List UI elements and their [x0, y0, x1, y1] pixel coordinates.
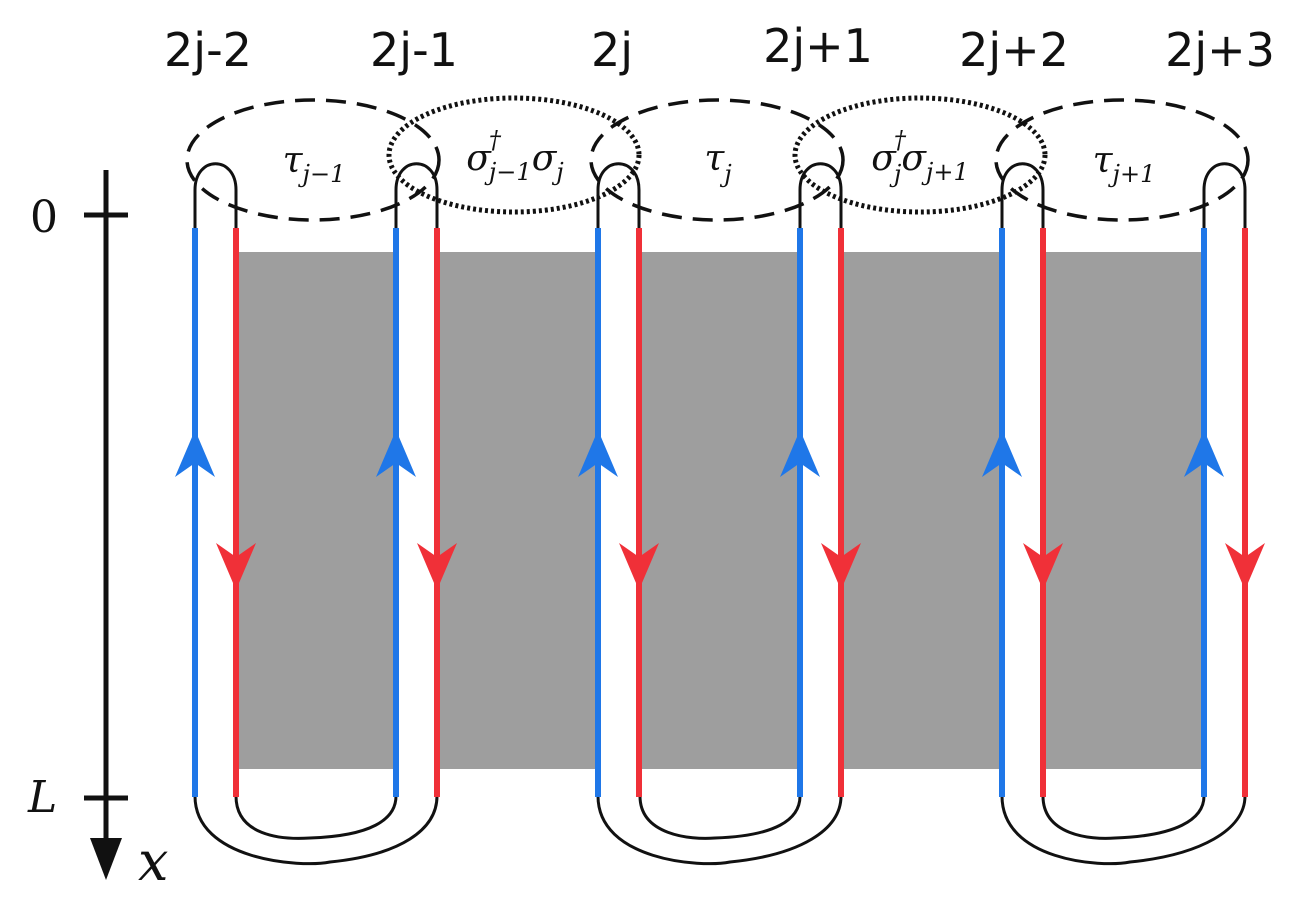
top-loop-6: [1202, 162, 1247, 230]
bottom-loop-inner-3: [1041, 795, 1206, 840]
site-labels: 2j-2 2j-1 2j 2j+1 2j+2 2j+3: [164, 19, 1275, 77]
bulk-region-1: [236, 252, 397, 769]
operator-ellipses: [185, 95, 1250, 222]
bulk-regions: [236, 252, 1204, 769]
top-loop-5: [1000, 162, 1045, 230]
operator-labels: τj−1 σ†j−1σj τj σ†jσj+1 τj+1: [283, 126, 1156, 188]
operator-label-3: τj: [704, 138, 732, 188]
operator-label-4: σ†jσj+1: [871, 126, 968, 188]
top-loop-4: [798, 162, 843, 230]
down-mode-arrow-3: [619, 543, 659, 590]
top-loop-2: [394, 162, 439, 230]
bottom-loops: [193, 795, 1247, 866]
site-label-3: 2j: [591, 23, 633, 77]
site-label-6: 2j+3: [1165, 23, 1275, 77]
down-mode-arrow-5: [1023, 543, 1063, 590]
bottom-loop-outer-1: [193, 795, 439, 866]
axis-arrowhead: [90, 838, 122, 880]
up-mode-arrow-2: [376, 430, 416, 477]
mode-lines: [175, 228, 1265, 797]
bottom-loop-outer-3: [1000, 795, 1247, 866]
top-loop-1: [193, 162, 238, 230]
axis-variable: x: [138, 830, 168, 893]
axis-tick-label-L: L: [27, 772, 57, 823]
sigma-ellipse-2: [792, 95, 1048, 215]
up-mode-arrow-4: [780, 430, 820, 477]
bottom-loop-inner-2: [638, 795, 802, 840]
bulk-region-5: [1043, 252, 1204, 769]
site-label-4: 2j+1: [763, 19, 873, 73]
bottom-loop-outer-2: [596, 795, 843, 866]
bulk-region-3: [640, 252, 800, 769]
down-mode-arrow-4: [821, 543, 861, 590]
up-mode-arrow-1: [175, 430, 215, 477]
site-label-1: 2j-2: [164, 23, 252, 77]
site-label-5: 2j+2: [959, 23, 1069, 77]
sigma-ellipse-1: [386, 95, 642, 215]
down-mode-arrow-2: [417, 543, 457, 590]
down-mode-arrow-6: [1225, 543, 1265, 590]
site-label-2: 2j-1: [370, 23, 458, 77]
top-loops: [193, 162, 1247, 230]
up-mode-arrow-6: [1184, 430, 1224, 477]
position-axis: [84, 170, 128, 880]
tau-ellipse-3: [994, 98, 1250, 222]
up-mode-arrow-5: [982, 430, 1022, 477]
top-loop-3: [596, 162, 641, 230]
operator-label-2: σ†j−1σj: [466, 126, 564, 186]
bulk-region-2: [437, 252, 599, 769]
up-mode-arrow-3: [578, 430, 618, 477]
down-mode-arrow-1: [216, 543, 256, 590]
tau-ellipse-2: [589, 98, 845, 222]
bulk-region-4: [841, 252, 1002, 769]
axis-tick-label-0: 0: [30, 192, 58, 243]
bottom-loop-inner-1: [234, 795, 398, 840]
operator-label-1: τj−1: [283, 140, 346, 188]
tau-ellipse-1: [185, 98, 441, 222]
operator-label-5: τj+1: [1093, 140, 1156, 188]
